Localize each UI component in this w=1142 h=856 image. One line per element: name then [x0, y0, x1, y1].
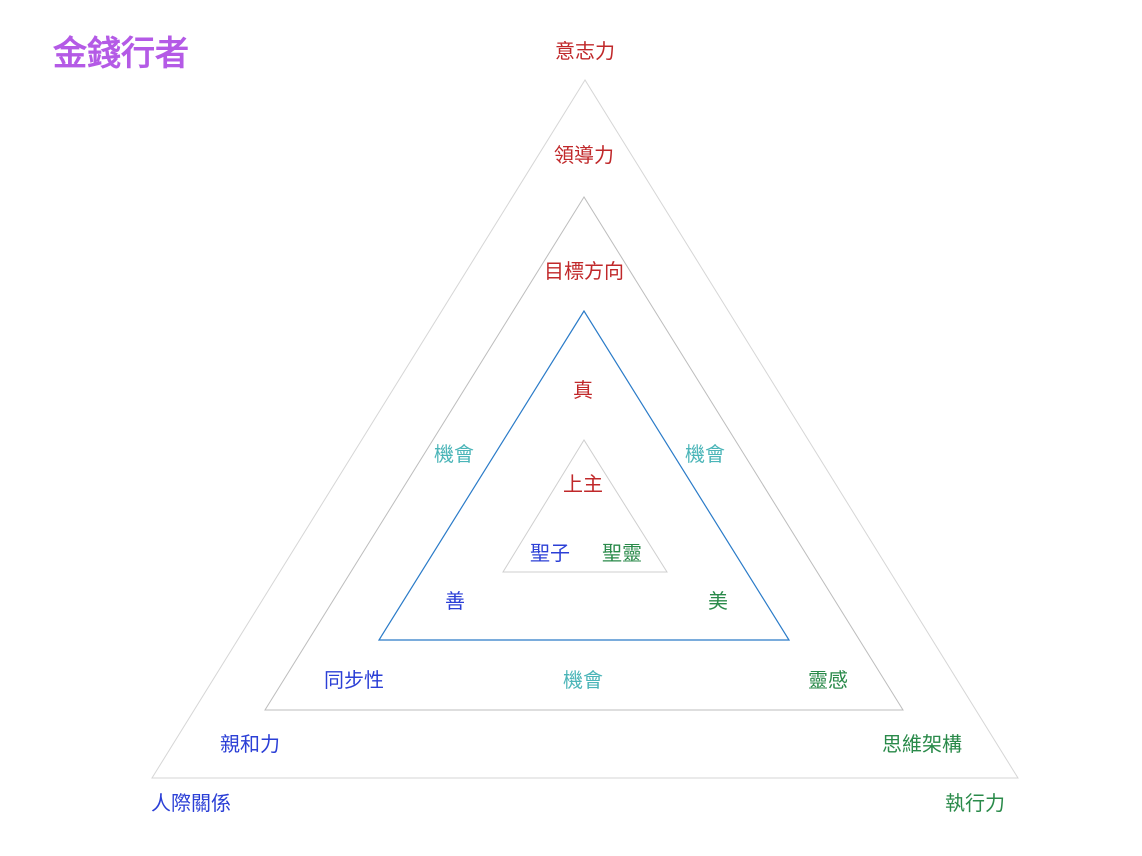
label-son: 聖子: [530, 543, 570, 565]
label-opportunity-right: 機會: [685, 444, 725, 466]
label-synchronicity: 同步性: [324, 670, 384, 692]
label-truth: 真: [573, 380, 593, 402]
inner-triangle: [502, 439, 668, 573]
label-goodness: 善: [445, 591, 465, 613]
label-leadership: 領導力: [554, 145, 614, 167]
page-title: 金錢行者: [53, 36, 189, 73]
label-lord: 上主: [563, 474, 603, 496]
label-affinity: 親和力: [220, 734, 280, 756]
label-goal-direction: 目標方向: [544, 261, 624, 283]
label-beauty: 美: [708, 591, 728, 613]
label-execution: 執行力: [945, 793, 1005, 815]
label-opportunity-bottom: 機會: [563, 670, 603, 692]
label-opportunity-left: 機會: [434, 444, 474, 466]
label-inspiration: 靈感: [808, 670, 848, 692]
second-triangle: [264, 196, 904, 711]
label-thinking-framework: 思維架構: [882, 734, 962, 756]
outer-triangle: [151, 79, 1019, 779]
blue-triangle: [377, 309, 791, 641]
label-relationships: 人際關係: [151, 793, 231, 815]
label-willpower: 意志力: [555, 41, 615, 63]
label-holy-spirit: 聖靈: [602, 543, 642, 565]
